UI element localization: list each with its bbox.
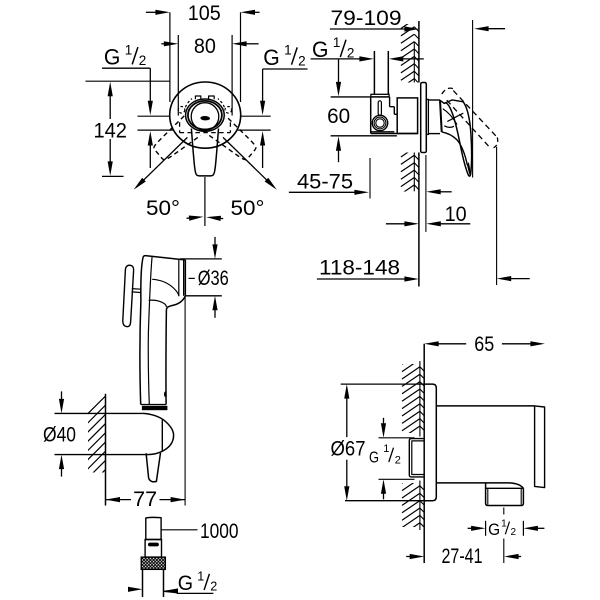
svg-text:60: 60 bbox=[327, 105, 350, 128]
svg-text:80: 80 bbox=[194, 35, 216, 58]
svg-text:G: G bbox=[263, 45, 280, 70]
svg-text:79-109: 79-109 bbox=[331, 7, 402, 30]
svg-text:Ø67: Ø67 bbox=[331, 438, 366, 461]
svg-text:65: 65 bbox=[474, 333, 494, 356]
svg-text:2: 2 bbox=[511, 527, 517, 538]
svg-text:Ø40: Ø40 bbox=[43, 424, 76, 447]
svg-text:2: 2 bbox=[210, 580, 217, 594]
svg-text:G: G bbox=[369, 449, 379, 466]
svg-text:105: 105 bbox=[188, 2, 221, 25]
svg-text:142: 142 bbox=[93, 119, 127, 142]
svg-text:1: 1 bbox=[501, 518, 507, 529]
svg-text:1000: 1000 bbox=[200, 520, 239, 543]
svg-text:1: 1 bbox=[333, 35, 341, 50]
svg-text:G: G bbox=[312, 37, 329, 62]
svg-text:G: G bbox=[178, 572, 193, 595]
svg-text:77: 77 bbox=[133, 488, 157, 511]
svg-text:1: 1 bbox=[125, 42, 133, 57]
svg-text:118-148: 118-148 bbox=[319, 257, 400, 280]
svg-text:50°: 50° bbox=[146, 197, 180, 220]
svg-text:G: G bbox=[488, 521, 500, 539]
svg-text:2: 2 bbox=[298, 53, 306, 68]
svg-text:27-41: 27-41 bbox=[442, 545, 483, 568]
svg-text:2: 2 bbox=[347, 46, 355, 61]
svg-text:1: 1 bbox=[197, 570, 204, 584]
svg-text:2: 2 bbox=[395, 454, 401, 466]
svg-text:1: 1 bbox=[284, 43, 292, 58]
svg-text:1: 1 bbox=[383, 443, 389, 455]
svg-text:50°: 50° bbox=[231, 197, 265, 220]
svg-text:45-75: 45-75 bbox=[297, 170, 353, 193]
svg-text:G: G bbox=[104, 45, 121, 70]
svg-text:2: 2 bbox=[139, 53, 147, 68]
svg-text:10: 10 bbox=[445, 203, 467, 226]
svg-text:Ø36: Ø36 bbox=[198, 267, 229, 290]
